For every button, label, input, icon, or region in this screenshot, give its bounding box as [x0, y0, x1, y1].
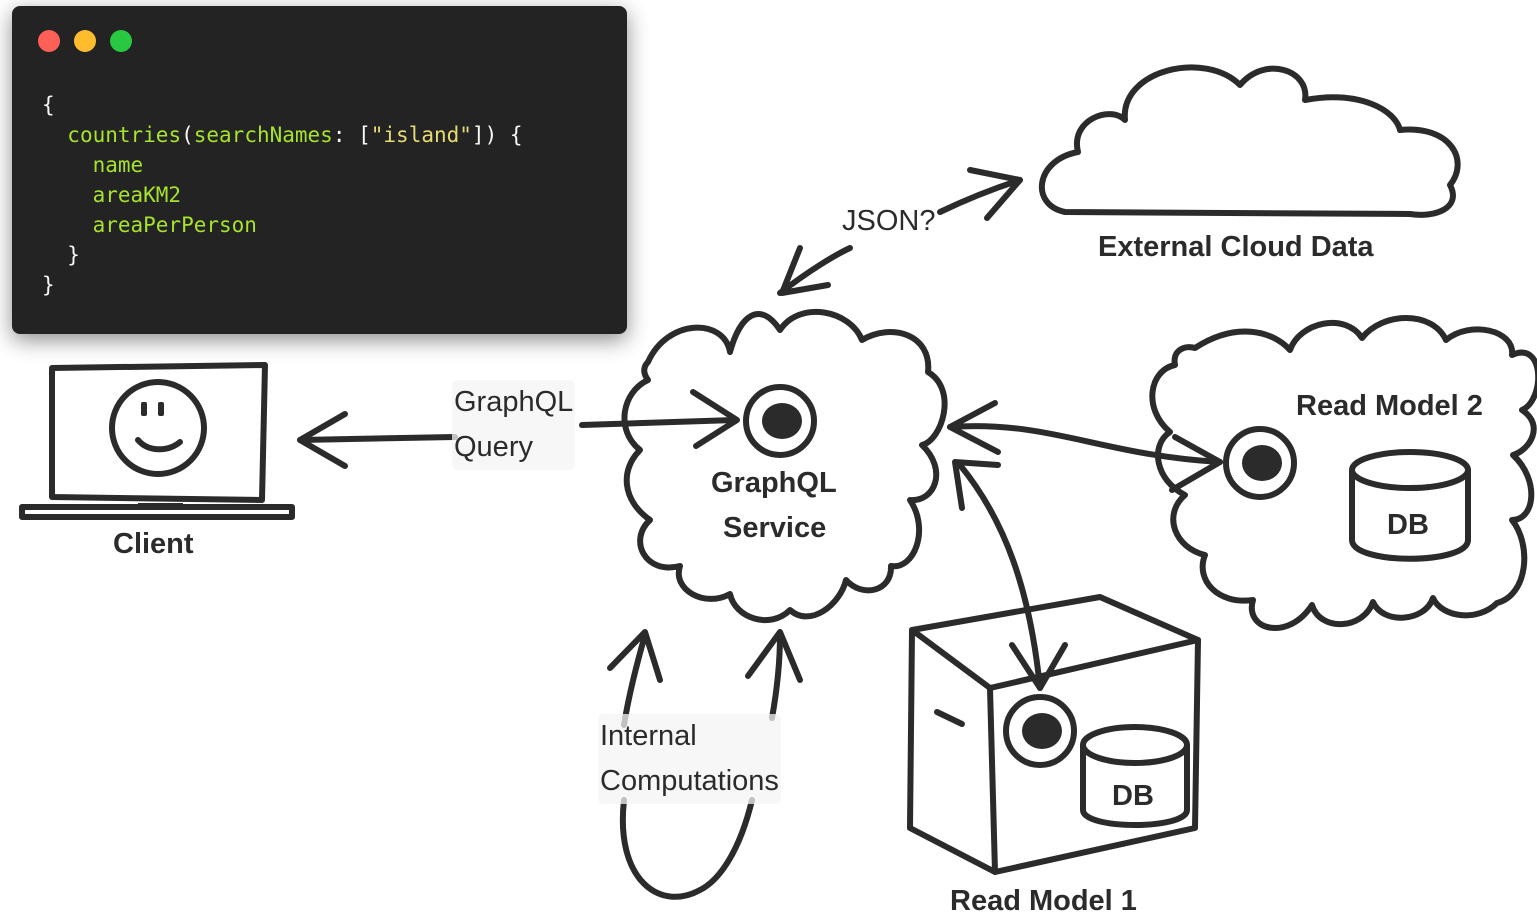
read-model-1-db-label: DB [1112, 780, 1154, 812]
read-model-2-eye-icon [1223, 426, 1297, 500]
code-token: ]) { [471, 123, 523, 147]
server-box-icon [907, 594, 1201, 875]
external-cloud-shape [1038, 64, 1461, 218]
graphql-service-label-line1: GraphQL [711, 467, 837, 499]
code-token: areaPerPerson [92, 213, 257, 237]
internal-edge-label-line2: Computations [600, 765, 779, 797]
json-edge-label: JSON? [842, 205, 936, 237]
read-model-2-pupil-icon [1242, 445, 1282, 481]
laptop-icon [19, 362, 295, 520]
read-model-2-label: Read Model 2 [1296, 390, 1483, 422]
read-model-2-cloud-shape [1149, 315, 1537, 631]
close-dot[interactable] [38, 30, 60, 52]
code-token: } [42, 273, 55, 297]
code-token: areaKM2 [92, 183, 182, 207]
read-model-2-edge-arrow [947, 400, 1223, 493]
code-window: { countries(searchNames: ["island"]) { n… [12, 6, 627, 334]
query-edge-label-line2: Query [454, 431, 533, 463]
code-token [42, 123, 67, 147]
graphql-service-label-line2: Service [723, 512, 827, 544]
minimize-dot[interactable] [74, 30, 96, 52]
code-token: { [42, 93, 55, 117]
json-edge-arrow [777, 167, 1023, 296]
code-line: areaKM2 [42, 180, 523, 210]
code-token [42, 183, 93, 207]
graphql-eye-icon [743, 384, 817, 458]
graphql-service-cloud-shape [621, 309, 948, 623]
read-model-1-pupil-icon [1022, 713, 1062, 749]
code-token: : [ [332, 123, 371, 147]
code-line: { [42, 90, 523, 120]
maximize-dot[interactable] [110, 30, 132, 52]
client-label: Client [113, 528, 194, 560]
query-edge-arrow [297, 389, 740, 469]
code-line: } [42, 270, 523, 300]
code-line: } [42, 240, 523, 270]
code-token: } [42, 243, 80, 267]
read-model-2-db-label: DB [1387, 509, 1429, 541]
code-token: countries [67, 123, 182, 147]
internal-edge-label: Internal Computations [598, 714, 781, 804]
read-model-1-eye-icon [1003, 694, 1077, 768]
code-token: "island" [370, 123, 472, 147]
read-model-1-label: Read Model 1 [950, 885, 1137, 917]
smiley-face-icon [109, 379, 207, 477]
code-token: name [92, 153, 144, 177]
external-cloud-label: External Cloud Data [1098, 231, 1374, 263]
code-line: areaPerPerson [42, 210, 523, 240]
code-token [42, 153, 93, 177]
code-token [42, 213, 93, 237]
code-line: countries(searchNames: ["island"]) { [42, 120, 523, 150]
query-edge-label-line1: GraphQL [454, 386, 574, 418]
code-token: searchNames [193, 123, 333, 147]
read-model-1-edge-arrow [952, 459, 1068, 691]
code-token: ( [181, 123, 194, 147]
query-edge-label: GraphQL Query [452, 380, 576, 470]
read-model-1-db-icon [1080, 724, 1190, 828]
code-line: name [42, 150, 523, 180]
internal-edge-label-line1: Internal [600, 720, 697, 752]
read-model-2-db-icon [1349, 449, 1471, 562]
graphql-query-code: { countries(searchNames: ["island"]) { n… [42, 90, 523, 300]
graphql-pupil-icon [762, 403, 802, 439]
